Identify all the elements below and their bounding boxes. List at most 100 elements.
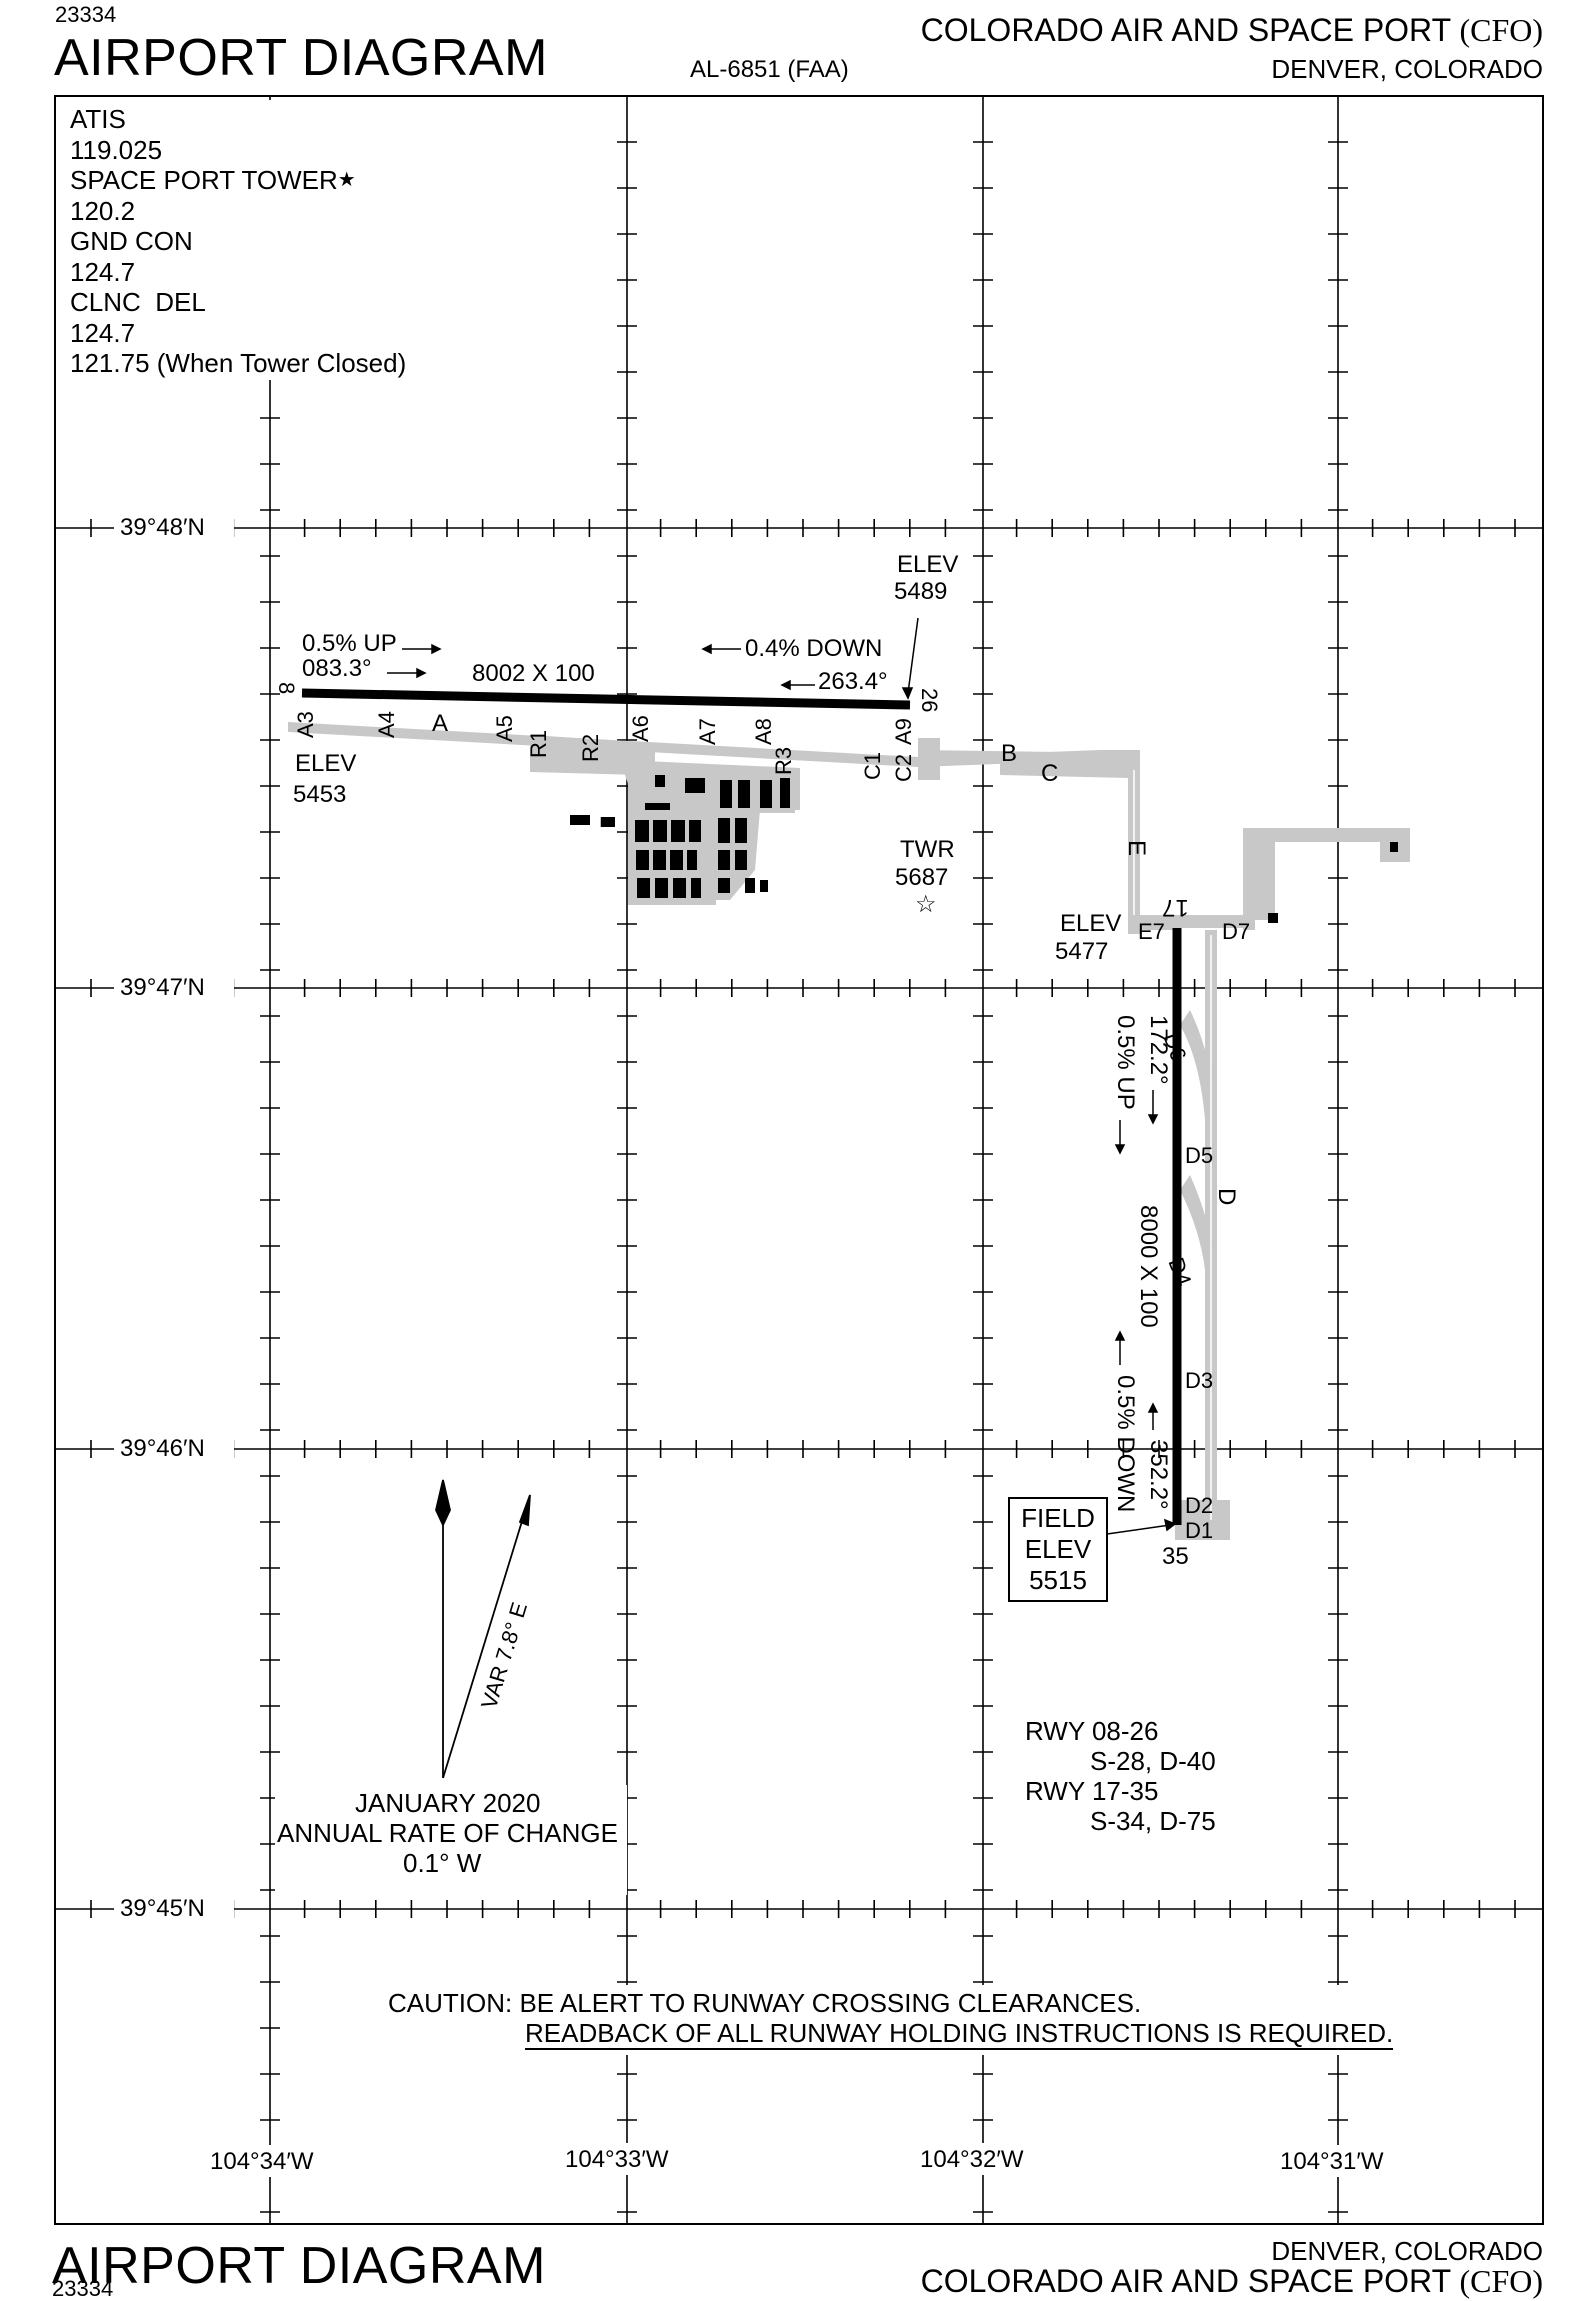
- field-elev-value: 5515: [1029, 1565, 1087, 1595]
- city: DENVER, COLORADO: [1271, 54, 1543, 84]
- comm-line: ATIS: [70, 104, 126, 134]
- taxiway-label-a9: A9: [891, 718, 916, 745]
- rwy08-slope: 0.5% UP: [302, 630, 397, 657]
- runway-17-35-arrows: [1099, 1090, 1177, 1536]
- taxiway-d7: [1170, 915, 1255, 928]
- grid-ticks: [90, 141, 1516, 2213]
- taxiway-label-a8: A8: [751, 718, 776, 745]
- north-arrow-group: [435, 1479, 531, 1779]
- rwy26-elev-label: ELEV: [897, 551, 959, 578]
- tower-star-icon: ☆: [915, 891, 937, 918]
- footer-airport-name: COLORADO AIR AND SPACE PORT (CFO): [921, 2265, 1543, 2297]
- comm-line: 124.7: [70, 256, 136, 287]
- taxiway-label-c: C: [1041, 760, 1059, 787]
- caution-line-2: READBACK OF ALL RUNWAY HOLDING INSTRUCTI…: [525, 2018, 1394, 2050]
- rwy17-35-dimensions: 8000 X 100: [1135, 1205, 1162, 1328]
- taxiway-label-c2: C2: [891, 753, 916, 782]
- comm-line: 124.7: [70, 317, 136, 348]
- rwy-end-35: 35: [1162, 1543, 1189, 1570]
- taxiway-label-r2: R2: [578, 733, 603, 762]
- taxiway-label-r3: R3: [771, 746, 796, 775]
- tower-label: SPACE PORT TOWER: [70, 165, 338, 195]
- lat-label-46: 39°46′N: [120, 1435, 205, 1462]
- taxiway-label-d3: D3: [1185, 1368, 1214, 1393]
- taxiway-label-a4: A4: [374, 711, 399, 738]
- rwy08-elev: 5453: [293, 781, 347, 808]
- strength-rwy-08-26-values: S-28, D-40: [1090, 1746, 1216, 1776]
- taxiway-label-a7: A7: [695, 718, 720, 745]
- taxiway-label-r1: R1: [526, 729, 551, 758]
- taxiway-label-a3: A3: [293, 711, 318, 738]
- tower-label: TWR: [900, 836, 955, 863]
- magnetic-date: JANUARY 2020: [355, 1788, 541, 1818]
- rwy08-elev-label: ELEV: [295, 750, 357, 777]
- rwy-end-8: 8: [274, 682, 299, 695]
- rwy17-slope: 0.5% UP: [1112, 1015, 1139, 1110]
- taxiway-d1-pad: [1175, 1500, 1230, 1540]
- rwy08-26-dimensions: 8002 X 100: [472, 660, 595, 687]
- comm-line: GND CON: [70, 226, 193, 256]
- rwy17-elev-label: ELEV: [1060, 910, 1122, 937]
- taxiway-label-a5: A5: [492, 715, 517, 742]
- taxiway-e-junction: [1100, 750, 1140, 770]
- magnetic-north-line: [442, 1504, 528, 1779]
- field-elev-line: FIELD: [1021, 1503, 1095, 1533]
- comm-line: 120.2: [70, 195, 136, 226]
- magnetic-rate-label: ANNUAL RATE OF CHANGE: [277, 1818, 618, 1848]
- rwy-end-17: 17: [1162, 894, 1189, 921]
- longitude-lines: [269, 96, 1339, 2224]
- chart-number: 23334: [55, 2, 117, 27]
- true-north-arrowhead: [435, 1479, 451, 1528]
- east-apron: [1243, 830, 1275, 920]
- page-title: AIRPORT DIAGRAM: [54, 29, 548, 87]
- field-elevation-box: FIELD ELEV 5515: [1008, 1497, 1108, 1602]
- taxiway-label-d1: D1: [1185, 1518, 1214, 1543]
- taxiway-label-c1: C1: [860, 751, 885, 780]
- taxiway-d6: [1180, 1010, 1217, 1120]
- comm-line: SPACE PORT TOWER★: [70, 165, 406, 196]
- rwy08-heading: 083.3°: [302, 655, 372, 682]
- magnetic-north-arrowhead: [518, 1494, 531, 1527]
- taxiway-label-d: D: [1213, 1188, 1240, 1206]
- footer-airport-id: (CFO): [1459, 2263, 1543, 2299]
- strength-rwy-08-26: RWY 08-26: [1025, 1716, 1159, 1746]
- rwy26-heading: 263.4°: [818, 668, 888, 695]
- taxiway-pavement: [288, 722, 1410, 1540]
- footer-airport-name-text: COLORADO AIR AND SPACE PORT: [920, 2263, 1451, 2299]
- taxiway-c: [1000, 760, 1128, 778]
- runway-08-26-arrows: [387, 617, 919, 700]
- runway-08-26: [301, 688, 911, 710]
- taxiway-edges: [599, 770, 1212, 1520]
- footer-city: DENVER, COLORADO: [1271, 2236, 1543, 2266]
- taxiway-label-d5: D5: [1185, 1143, 1214, 1168]
- rwy-end-26: 26: [917, 688, 942, 713]
- lon-label-32: 104°32′W: [920, 2146, 1024, 2173]
- chart-frame: [54, 95, 1544, 2225]
- lat-label-47: 39°47′N: [120, 974, 205, 1001]
- faa-code: AL-6851 (FAA): [690, 56, 849, 83]
- magnetic-rate: 0.1° W: [403, 1848, 482, 1878]
- taxiway-d4: [1180, 1175, 1217, 1270]
- strength-rwy-17-35: RWY 17-35: [1025, 1776, 1159, 1806]
- strength-rwy-17-35-values: S-34, D-75: [1090, 1806, 1216, 1836]
- comm-line: 119.025: [70, 134, 163, 165]
- taxiway-label-d7: D7: [1222, 919, 1251, 944]
- tower-elevation: 5687: [895, 864, 949, 891]
- taxiway-label-a6: A6: [628, 715, 653, 742]
- taxiway-label-e: E: [1123, 840, 1150, 857]
- field-elev-line: ELEV: [1024, 1534, 1092, 1564]
- lon-label-34: 104°34′W: [210, 2148, 314, 2175]
- rwy35-slope: 0.5% DOWN: [1112, 1375, 1139, 1513]
- comm-line: CLNC DEL: [70, 287, 206, 317]
- rwy17-elev: 5477: [1055, 938, 1109, 965]
- airport-name: COLORADO AIR AND SPACE PORT (CFO): [921, 14, 1543, 46]
- latitude-lines: [55, 527, 1543, 1910]
- rwy35-heading: 352.2°: [1145, 1440, 1172, 1510]
- taxiway-c-connector: [918, 738, 940, 780]
- comms-block: ATIS 119.025 SPACE PORT TOWER★ 120.2 GND…: [70, 104, 406, 379]
- footer-title: AIRPORT DIAGRAM: [52, 2237, 546, 2295]
- lon-label-33: 104°33′W: [565, 2146, 669, 2173]
- lat-label-48: 39°48′N: [120, 514, 205, 541]
- taxiway-e7: [1128, 915, 1175, 930]
